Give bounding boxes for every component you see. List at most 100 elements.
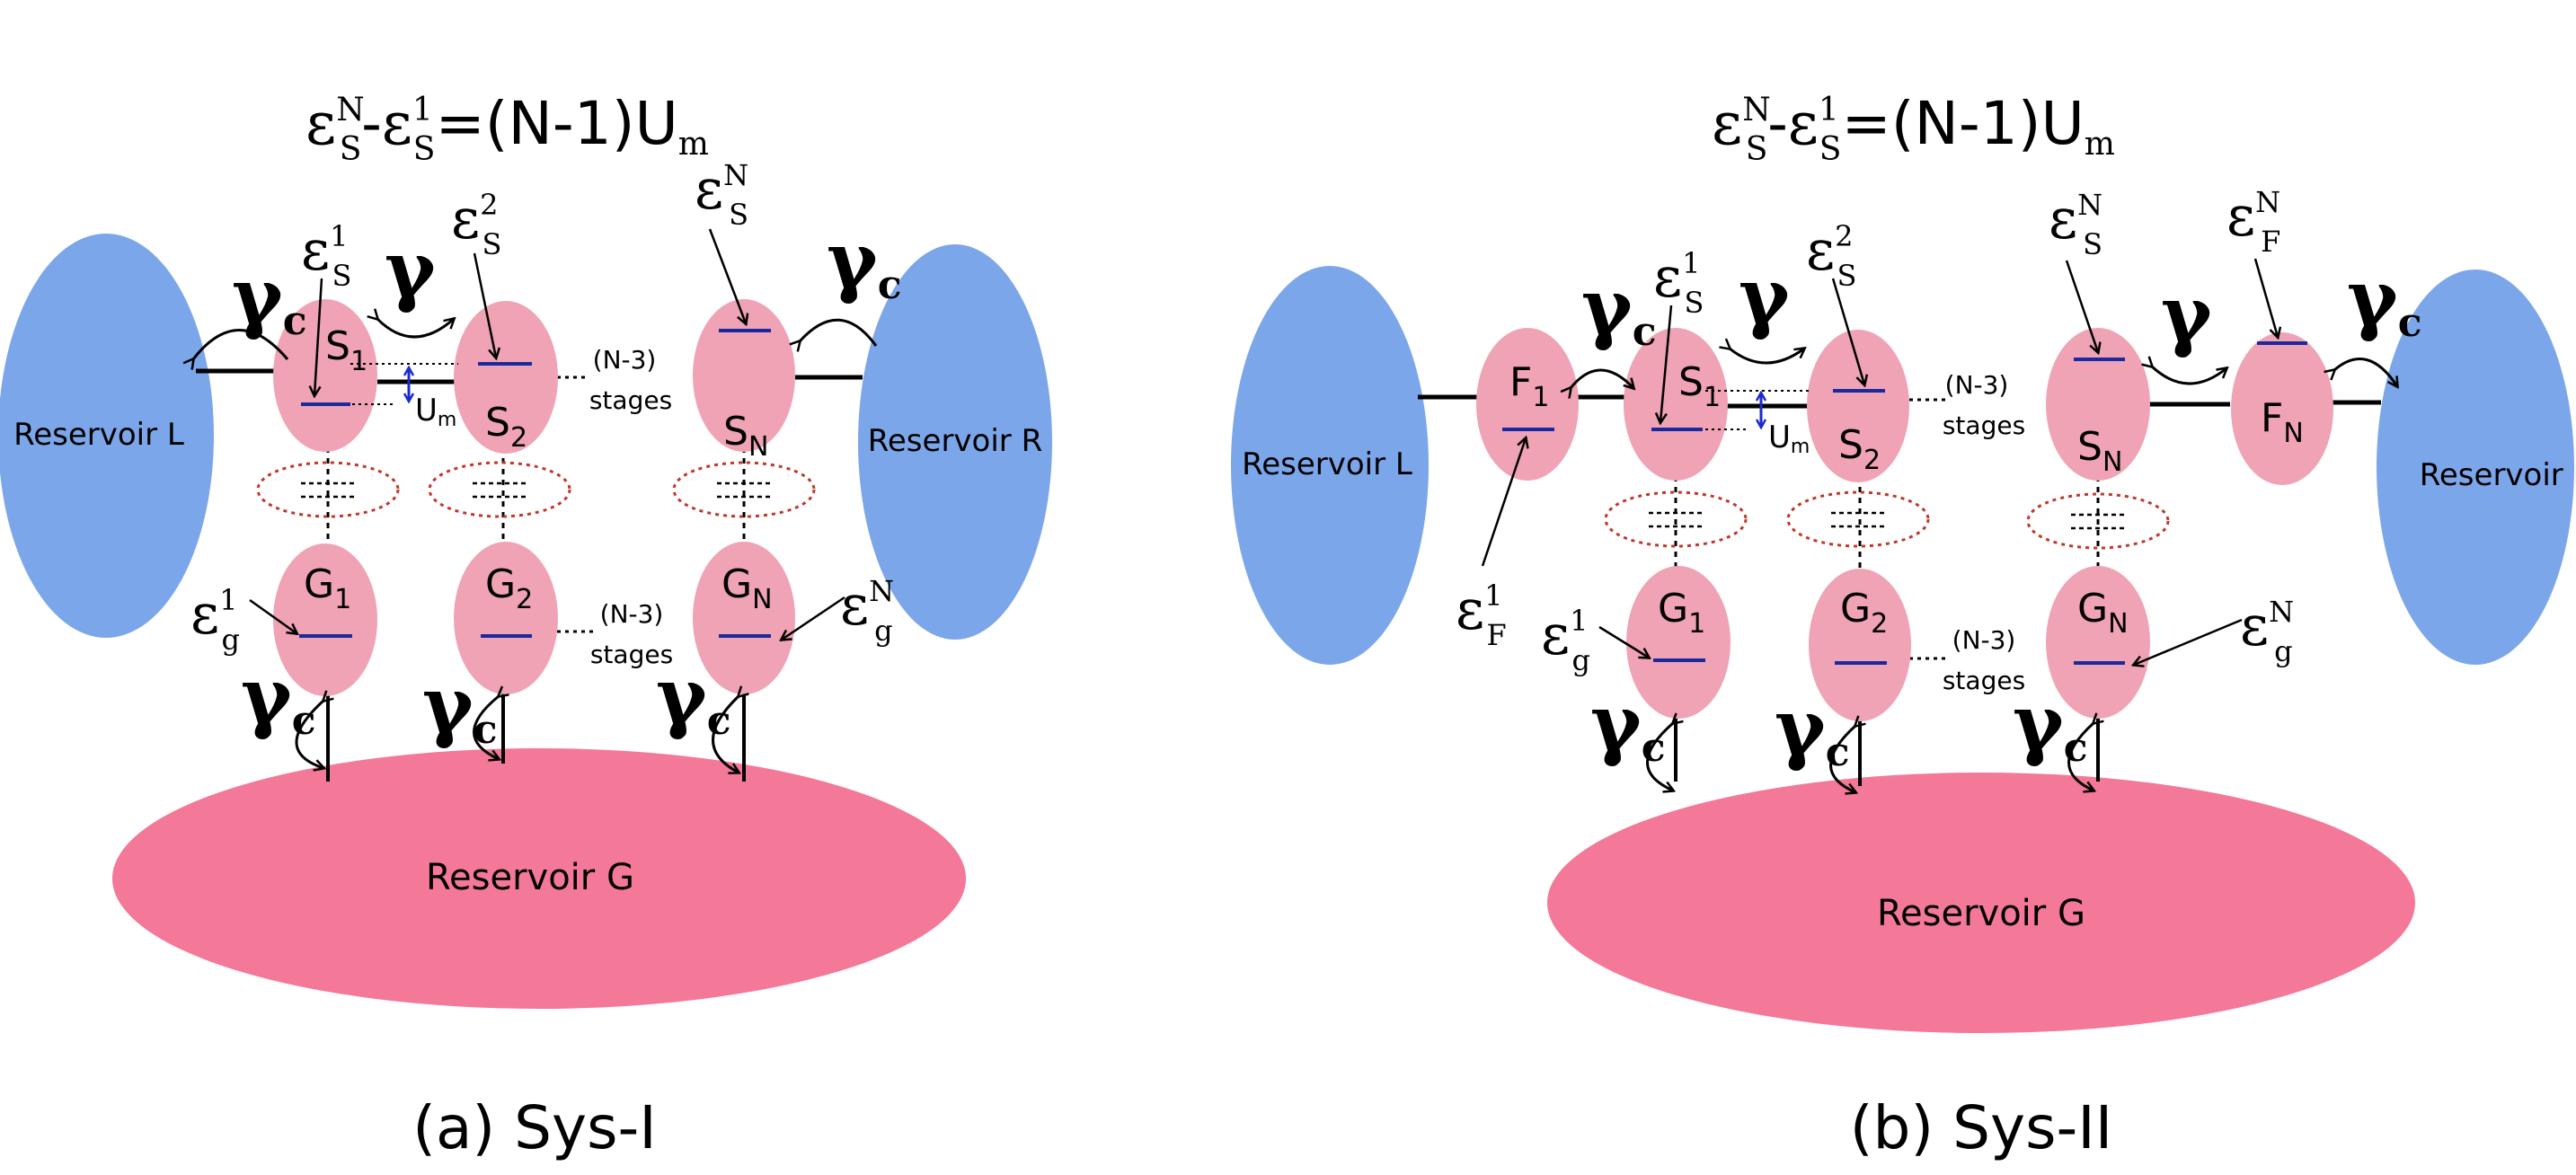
reservoir-g-b <box>1547 773 2415 1033</box>
dot-gn-b <box>2046 566 2150 719</box>
stages-top-word-b: stages <box>1943 411 2025 440</box>
dot-g2-a <box>454 542 558 694</box>
arrow-gamma-c-l-a <box>193 329 289 360</box>
arrow-efn-b <box>2253 258 2278 337</box>
coupling-2-a <box>428 447 571 541</box>
label-gn-b: GN <box>2077 586 2129 640</box>
label-sn-b: SN <box>2077 424 2122 478</box>
arrow-gamma-c-g2-b <box>1829 726 1856 792</box>
gamma-c-gn-a: γc <box>656 651 731 744</box>
gamma-c-r-b: γc <box>2347 253 2422 346</box>
coupling-n-b <box>2026 476 2170 570</box>
label-s2-b: S2 <box>1838 422 1881 476</box>
um-label-a: Um <box>415 393 456 431</box>
coupling-1-b <box>1604 476 1748 570</box>
arrow-gamma-c-r-b <box>2334 358 2397 386</box>
stages-bottom-word-a: stages <box>590 640 673 669</box>
label-f1-b: F1 <box>1509 359 1549 413</box>
arrow-gamma-c-gn-a <box>712 696 739 773</box>
arrow-esn-b <box>2065 260 2098 352</box>
stages-bottom-word-b: stages <box>1943 666 2025 695</box>
arrow-es1-b <box>1660 305 1673 422</box>
arrow-gamma-a <box>377 319 454 339</box>
arrow-eg1-a <box>249 598 297 633</box>
label-g1-b: G1 <box>1658 586 1705 640</box>
dot-f1-b <box>1476 328 1579 481</box>
arrow-ef1-b <box>1481 438 1526 567</box>
dot-s1-b <box>1624 328 1728 481</box>
dot-s2-b <box>1807 330 1909 482</box>
gamma-c-l-b: γc <box>1581 262 1657 355</box>
label-g2-a: G2 <box>485 561 533 615</box>
stages-top-word-a: stages <box>589 385 672 415</box>
label-g1-a: G1 <box>304 561 351 615</box>
reservoir-l-b <box>1231 266 1429 665</box>
reservoir-r-a <box>858 244 1052 640</box>
arrow-egn-b <box>2134 618 2243 665</box>
reservoir-l-b-label: Reservoir L <box>1242 446 1412 482</box>
stages-top-n-a: (N-3) <box>593 345 657 375</box>
dot-g1-b <box>1626 566 1731 719</box>
coupling-1-a <box>256 447 400 541</box>
reservoir-l-a-label: Reservoir L <box>13 417 184 453</box>
dot-s1-a <box>273 299 377 452</box>
reservoir-g-a <box>112 748 966 1009</box>
gamma-fn-b: γ <box>2161 269 2213 360</box>
arrow-es2-a <box>473 252 496 358</box>
label-sn-a: SN <box>723 409 768 463</box>
arrow-gamma-b <box>1730 349 1804 365</box>
dot-g2-b <box>1809 569 1911 721</box>
arrow-egn-a <box>782 596 845 640</box>
reservoir-r-b-label: Reservoir R <box>2420 457 2576 493</box>
arrow-esn-a <box>708 228 746 323</box>
coupling-n-a <box>672 447 816 541</box>
gamma-c-g1-a: γc <box>241 651 316 744</box>
label-s1-b: S1 <box>1678 359 1721 413</box>
arrow-gamma-c-g2-a <box>473 696 500 759</box>
dot-gn-a <box>693 542 795 694</box>
reservoir-g-a-label: Reservoir G <box>426 857 634 898</box>
caption-b: (b) Sys-II <box>1850 1093 2112 1162</box>
arrow-gamma-c-l-b <box>1571 368 1633 388</box>
arrow-gamma-c-gn-b <box>2067 723 2094 791</box>
label-fn-b: FN <box>2261 395 2304 449</box>
label-s2-a: S2 <box>485 400 527 454</box>
reservoir-g-b-label: Reservoir G <box>1877 893 2085 934</box>
dot-fn-b <box>2231 332 2333 485</box>
gamma-c-l-a: γc <box>232 252 307 344</box>
caption-a: (a) Sys-I <box>412 1093 657 1162</box>
gamma-c-gn-b: γc <box>2013 678 2088 771</box>
stages-top-n-b: (N-3) <box>1945 370 2009 400</box>
arrow-eg1-b <box>1598 625 1649 658</box>
gamma-c-r-a: γc <box>827 216 902 308</box>
arrow-es2-b <box>1831 278 1864 384</box>
um-label-b: Um <box>1768 420 1810 458</box>
gamma-b: γ <box>1739 252 1791 342</box>
arrow-gamma-fn-b <box>2152 367 2226 385</box>
dot-sn-b <box>2046 328 2150 481</box>
reservoir-r-b <box>2377 269 2574 665</box>
dot-sn-a <box>693 299 795 452</box>
arrow-es1-a <box>314 278 323 395</box>
label-gn-a: GN <box>721 561 773 615</box>
label-g2-b: G2 <box>1840 586 1888 640</box>
reservoir-r-a-label: Reservoir R <box>868 423 1042 459</box>
label-s1-a: S1 <box>325 323 367 377</box>
coupling-2-b <box>1786 476 1930 570</box>
